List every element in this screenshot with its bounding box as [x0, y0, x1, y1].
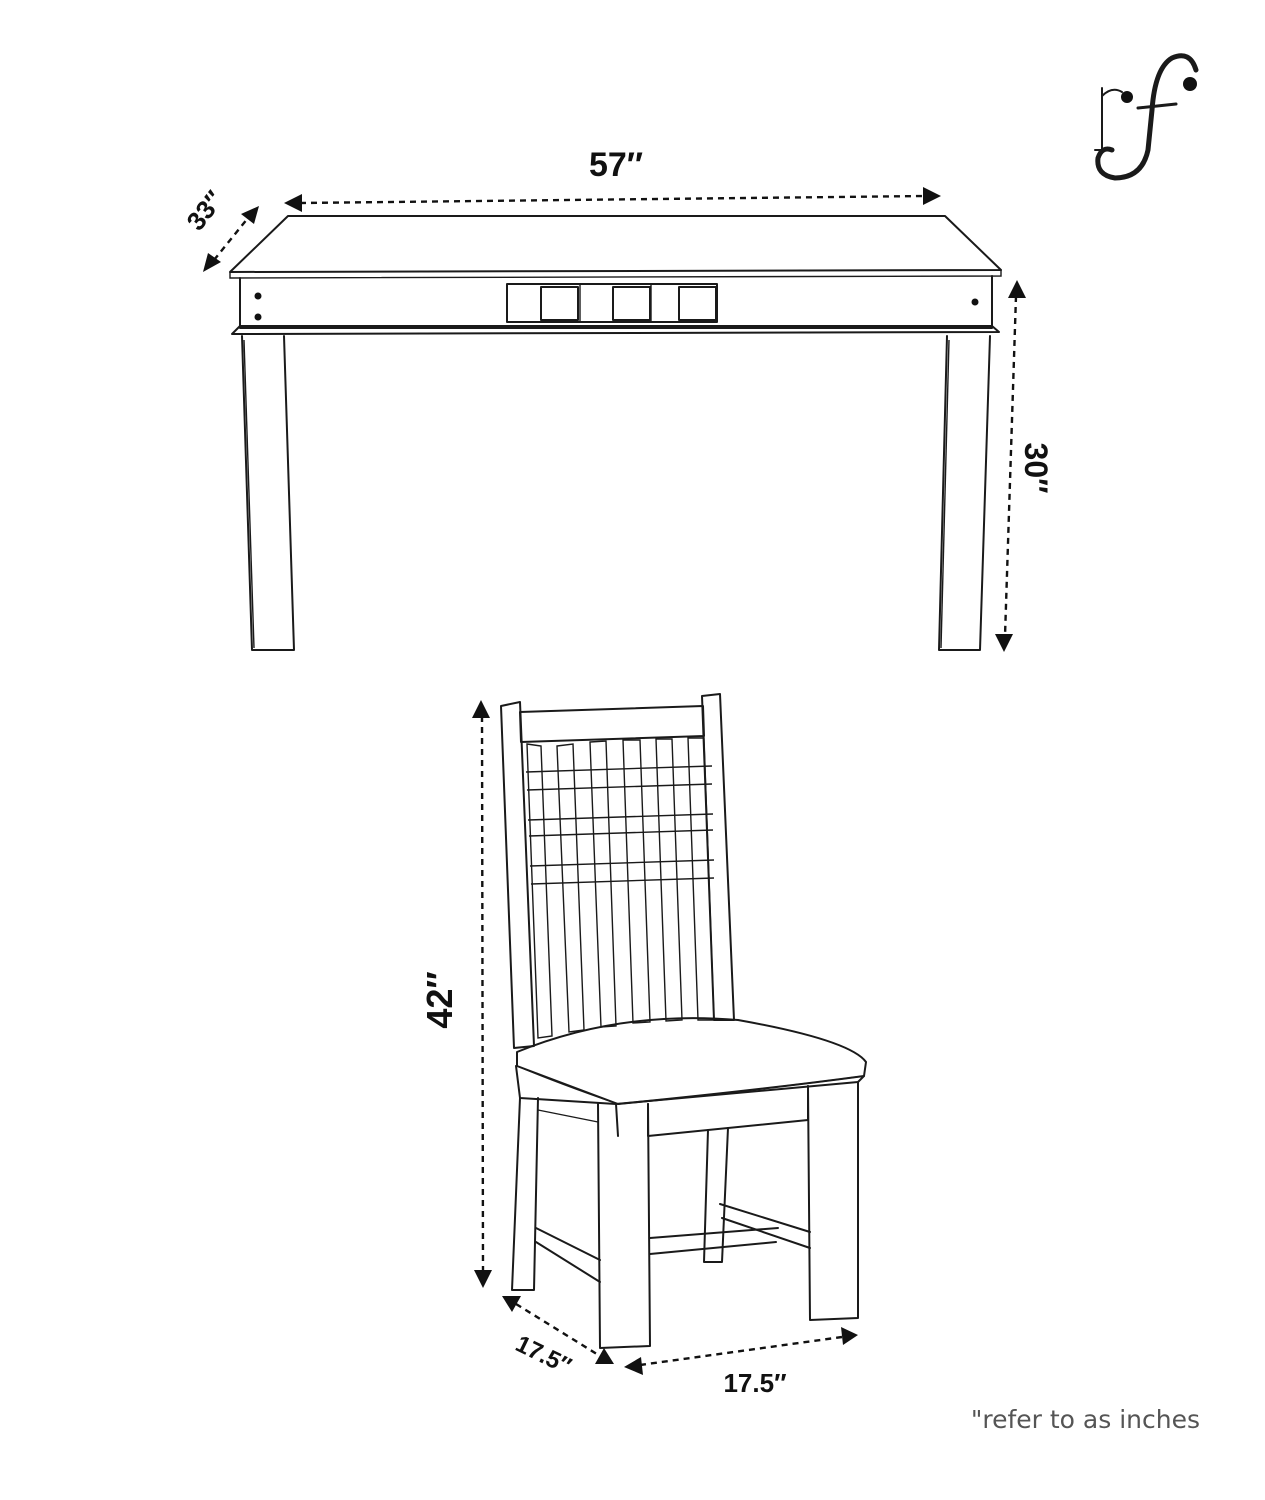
chair-leg-front-left [597, 1103, 651, 1349]
table-leg-left [241, 335, 295, 651]
chair-width-label: 17.5″ [723, 1368, 786, 1398]
chair-back-post-right [701, 693, 735, 1021]
chair-height-dimension [472, 700, 492, 1288]
table-apron [239, 275, 993, 329]
chair-leg-back-left [511, 1097, 539, 1291]
chair-leg-front-right [807, 1081, 859, 1321]
table-leg-right [938, 335, 991, 651]
chair-depth-label: 17.5″ [511, 1330, 576, 1380]
chair-width-dimension [624, 1327, 858, 1375]
chair-back-post-left [500, 701, 535, 1049]
table-depth-dimension [203, 206, 259, 272]
brand-logo: rf [1094, 53, 1199, 181]
table-width-label: 57″ [589, 146, 643, 184]
chair-top-rail [519, 705, 705, 743]
table-depth-label: 33″ [180, 185, 229, 236]
table-width-dimension [284, 187, 941, 212]
chair-leg-back-right [703, 1127, 729, 1263]
units-footnote: "refer to as inches [971, 1405, 1200, 1434]
table-height-dimension [995, 280, 1026, 652]
table-drawing [229, 215, 1002, 651]
chair-height-label: 42″ [419, 971, 460, 1028]
chair-depth-dimension [502, 1296, 614, 1364]
table-top [229, 215, 1002, 273]
table-height-label: 30″ [1018, 443, 1054, 494]
chair-drawing [500, 693, 867, 1349]
